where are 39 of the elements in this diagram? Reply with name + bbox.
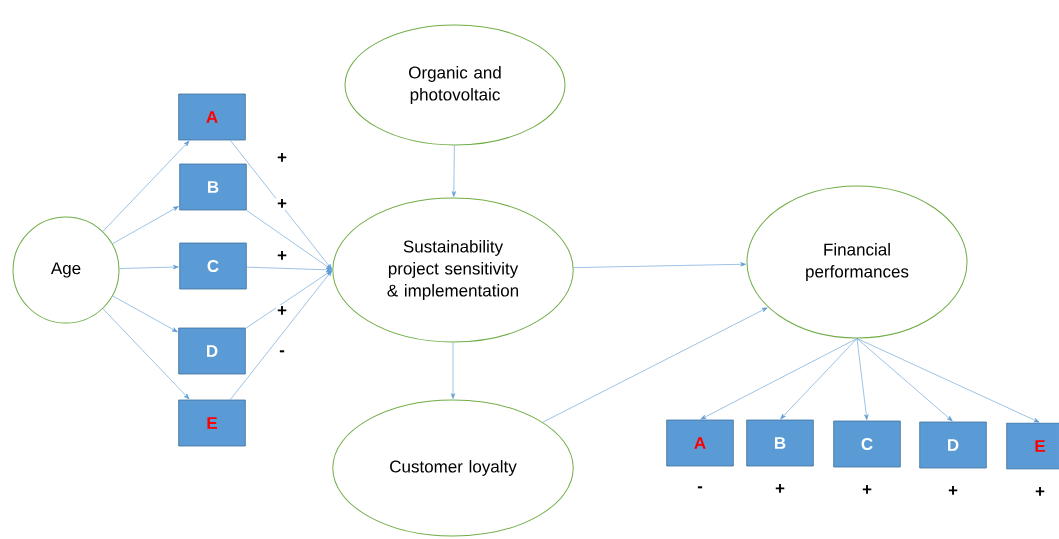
arrow <box>573 262 746 268</box>
edge-label: - <box>278 349 286 357</box>
arrow <box>451 145 456 197</box>
arrow <box>700 338 858 420</box>
edge-label: + <box>276 305 288 317</box>
sign-label: - <box>697 486 703 489</box>
letter-box: E <box>178 399 246 447</box>
letter-box: B <box>179 163 247 211</box>
letter-box: D <box>178 327 246 375</box>
sign-label: + <box>775 484 785 493</box>
edge-label: + <box>276 152 288 164</box>
sign-label: + <box>948 486 958 495</box>
edge-label: + <box>276 198 288 210</box>
arrow <box>780 338 858 420</box>
arrow <box>119 264 179 270</box>
arrow <box>856 338 1040 423</box>
letter-box: A <box>178 93 246 141</box>
arrow <box>542 307 768 423</box>
letter-box: A <box>666 419 734 467</box>
sign-label: + <box>1035 487 1045 496</box>
arrow <box>102 140 190 232</box>
arrow <box>856 338 869 421</box>
letter-box: C <box>179 242 247 290</box>
arrow <box>245 270 332 329</box>
arrow <box>230 270 333 400</box>
arrow <box>112 295 178 333</box>
letter-box: C <box>833 420 901 468</box>
arrow <box>450 342 456 399</box>
arrow <box>112 206 179 244</box>
sign-label: + <box>862 485 872 494</box>
arrow <box>856 338 953 422</box>
edge-label: + <box>276 250 288 262</box>
arrow <box>246 210 332 270</box>
arrow <box>230 140 333 270</box>
letter-box: D <box>919 421 987 469</box>
arrow <box>102 308 190 400</box>
letter-box: B <box>746 419 814 467</box>
letter-box: E <box>1006 422 1059 470</box>
arrow <box>246 266 332 272</box>
